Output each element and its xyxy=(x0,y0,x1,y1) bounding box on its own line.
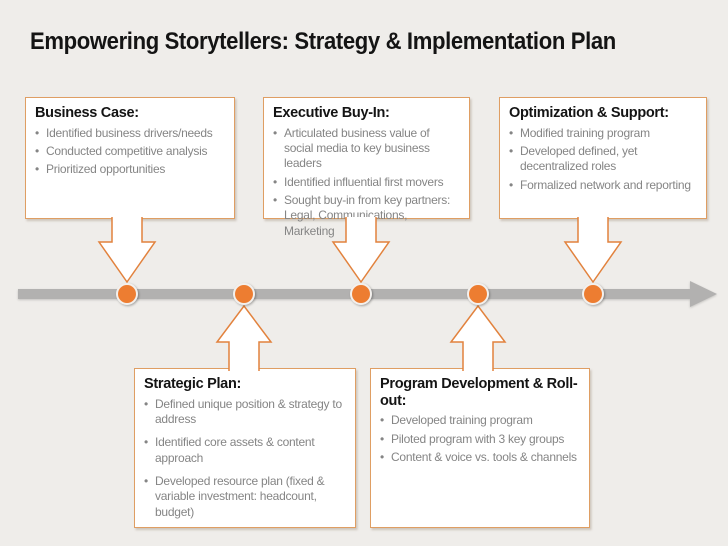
bullet-text: Developed defined, yet decentralized rol… xyxy=(520,144,638,174)
bullet-marker: • xyxy=(509,125,513,140)
callout-box-optimization-support: Optimization & Support: • Modified traini… xyxy=(499,97,707,219)
timeline-milestone-dot-4 xyxy=(467,283,489,305)
box-title: Program Development & Roll-out: xyxy=(380,376,578,409)
bullet-marker: • xyxy=(35,125,39,140)
callout-box-executive-buy-in: Executive Buy-In: • Articulated business … xyxy=(263,97,470,238)
bullet-text: Sought buy-in from key partners: Legal, … xyxy=(284,193,451,238)
bullet-item: • Developed defined, yet decentralized ro… xyxy=(509,144,697,175)
bullet-marker: • xyxy=(273,193,277,208)
bullet-marker: • xyxy=(144,396,148,411)
bullet-text: Articulated business value of social med… xyxy=(284,125,430,171)
bullet-text: Modified training program xyxy=(520,125,650,140)
bullet-item: • Modified training program xyxy=(509,126,697,141)
timeline-arrow xyxy=(18,281,717,307)
bullet-item: • Conducted competitive analysis xyxy=(35,144,225,159)
bullet-text: Piloted program with 3 key groups xyxy=(391,431,565,446)
bullet-item: • Developed training program xyxy=(380,413,580,428)
bullet-item: • Content & voice vs. tools & channels xyxy=(380,450,580,465)
bullet-text: Formalized network and reporting xyxy=(520,177,691,192)
bullet-text: Conducted competitive analysis xyxy=(46,144,208,159)
bullet-marker: • xyxy=(273,125,277,140)
box-title: Executive Buy-In: xyxy=(273,105,390,121)
bullet-marker: • xyxy=(35,162,39,177)
bullet-item: • Defined unique position & strategy to a… xyxy=(144,397,346,428)
bullet-item: • Articulated business value of social me… xyxy=(273,126,460,172)
timeline-milestone-dot-5 xyxy=(582,283,604,305)
bullet-item: • Sought buy-in from key partners: Legal,… xyxy=(273,193,460,239)
bullet-item: • Developed resource plan (fixed & variab… xyxy=(144,474,346,520)
timeline-bar xyxy=(18,289,694,299)
bullet-list: • Modified training program • Developed de… xyxy=(509,126,697,193)
bullet-marker: • xyxy=(144,474,148,489)
bullet-marker: • xyxy=(509,177,513,192)
bullet-text: Identified business drivers/needs xyxy=(46,125,213,140)
bullet-text: Content & voice vs. tools & channels xyxy=(391,450,577,465)
bullet-marker: • xyxy=(380,450,384,465)
bullet-list: • Articulated business value of social me… xyxy=(273,126,460,240)
bullet-text: Prioritized opportunities xyxy=(46,162,166,177)
bullet-text: Identified influential first movers xyxy=(284,174,444,189)
bullet-marker: • xyxy=(380,431,384,446)
bullet-marker: • xyxy=(380,413,384,428)
callout-box-business-case: Business Case: • Identified business driv… xyxy=(25,97,235,219)
callout-pointer-up-program-development xyxy=(449,304,507,371)
callout-box-strategic-plan: Strategic Plan: • Defined unique position… xyxy=(134,368,356,528)
timeline-arrowhead-icon xyxy=(690,281,717,307)
timeline-milestone-dot-2 xyxy=(233,283,255,305)
slide-title: Empowering Storytellers: Strategy & Impl… xyxy=(30,28,616,55)
bullet-item: • Identified business drivers/needs xyxy=(35,126,225,141)
bullet-list: • Identified business drivers/needs • Cond… xyxy=(35,126,225,178)
box-title: Business Case: xyxy=(35,105,139,121)
bullet-list: • Defined unique position & strategy to a… xyxy=(144,397,346,521)
bullet-item: • Formalized network and reporting xyxy=(509,178,697,193)
bullet-item: • Prioritized opportunities xyxy=(35,162,225,177)
bullet-text: Developed training program xyxy=(391,413,533,428)
timeline-milestone-dot-3 xyxy=(350,283,372,305)
bullet-marker: • xyxy=(273,174,277,189)
bullet-marker: • xyxy=(35,144,39,159)
bullet-item: • Piloted program with 3 key groups xyxy=(380,432,580,447)
box-title: Optimization & Support: xyxy=(509,105,669,121)
bullet-text: Developed resource plan (fixed & variabl… xyxy=(155,474,325,519)
bullet-marker: • xyxy=(144,435,148,450)
callout-pointer-down-optimization xyxy=(563,217,623,284)
bullet-item: • Identified core assets & content approa… xyxy=(144,435,346,466)
bullet-marker: • xyxy=(509,144,513,159)
bullet-item: • Identified influential first movers xyxy=(273,175,460,190)
callout-pointer-up-strategic-plan xyxy=(215,304,273,371)
callout-pointer-down-business-case xyxy=(97,217,157,284)
box-title: Strategic Plan: xyxy=(144,376,242,392)
bullet-list: • Developed training program • Piloted pro… xyxy=(380,413,580,465)
bullet-text: Identified core assets & content approac… xyxy=(155,435,315,465)
callout-box-program-development: Program Development & Roll-out: • Develop… xyxy=(370,368,590,528)
timeline-milestone-dot-1 xyxy=(116,283,138,305)
bullet-text: Defined unique position & strategy to ad… xyxy=(155,396,342,427)
